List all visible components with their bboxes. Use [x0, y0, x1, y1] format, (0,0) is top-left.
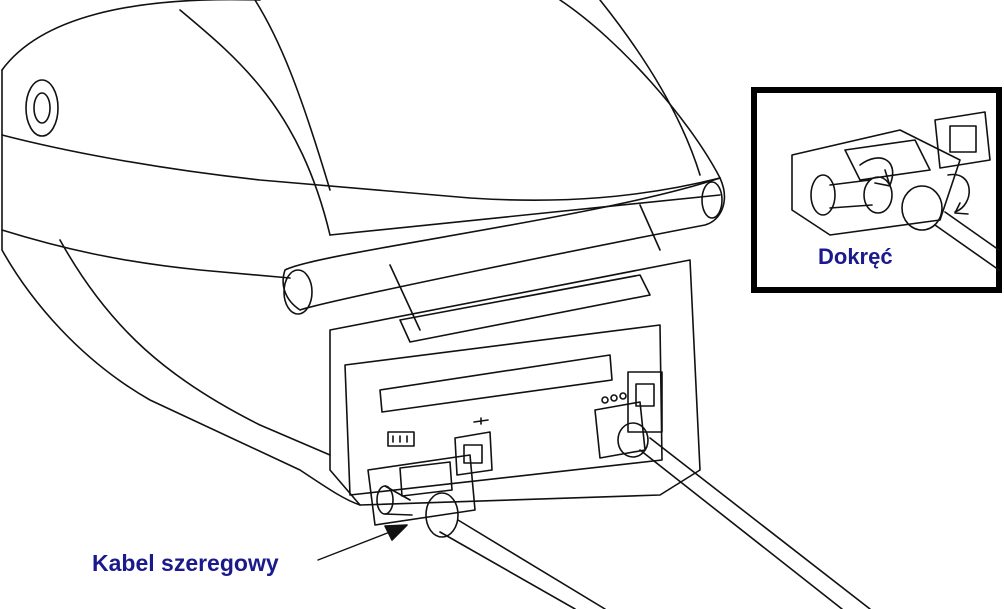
cables [439, 437, 871, 609]
serial-cable-pointer [317, 524, 408, 561]
tighten-arrow-icon [947, 173, 970, 213]
serial-cable-label: Kabel szeregowy [92, 550, 279, 576]
usb-port [454, 417, 493, 476]
detail-inset [751, 87, 1002, 293]
usb-icon [473, 417, 489, 425]
tighten-label: Dokręć [818, 244, 893, 269]
serial-connector [367, 431, 476, 538]
power-section [594, 371, 663, 459]
power-switch-icon [627, 371, 663, 433]
tighten-arrow-icon [859, 157, 894, 186]
printer-body [1, 0, 726, 506]
serial-port-icon [387, 431, 415, 447]
